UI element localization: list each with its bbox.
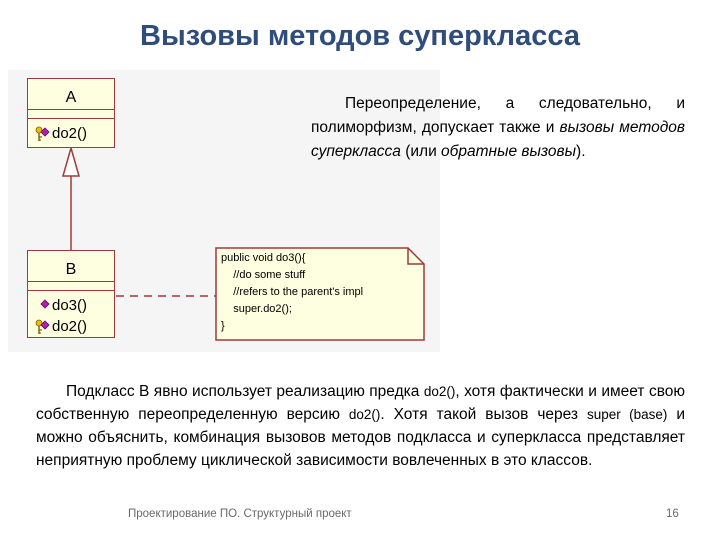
note-line: super.do2(); xyxy=(221,303,292,315)
class-b: B do3() do2() xyxy=(27,250,115,338)
protected-method-key-icon xyxy=(35,126,50,141)
footer-text: Проектирование ПО. Структурный проект xyxy=(128,508,352,520)
text: . Хотя такой вызов через xyxy=(380,406,587,423)
page-number: 16 xyxy=(666,508,679,520)
note-line: public void do3(){ xyxy=(221,252,306,264)
method-name: do3() xyxy=(52,297,88,314)
code-note: public void do3(){ //do some stuff //ref… xyxy=(216,248,424,340)
code-text: super (base) xyxy=(586,407,668,422)
class-a-method: do2() xyxy=(34,123,114,144)
italic-text: обратные вызовы xyxy=(441,143,577,160)
note-line: } xyxy=(221,320,225,332)
code-text: do2() xyxy=(348,407,381,422)
text: Переопределение, а следовательно, и поли… xyxy=(311,95,685,136)
paragraph-overriding: Переопределение, а следовательно, и поли… xyxy=(311,92,685,164)
class-b-name: B xyxy=(65,261,77,278)
class-b-method: do3() xyxy=(34,295,114,316)
class-a-attributes xyxy=(28,109,114,119)
text: и можно объяснить, комбинация вызовов ме… xyxy=(36,406,685,469)
class-b-methods: do3() do2() xyxy=(28,291,114,337)
text: ). xyxy=(576,143,586,160)
code-text: do2() xyxy=(423,384,456,399)
method-name: do2() xyxy=(52,125,88,142)
note-line: //do some stuff xyxy=(221,269,306,281)
text: Подкласс B явно использует реализацию пр… xyxy=(66,383,424,400)
class-b-attributes xyxy=(28,281,114,291)
class-a: A do2() xyxy=(27,78,115,148)
public-method-icon xyxy=(40,298,50,309)
note-code: public void do3(){ //do some stuff //ref… xyxy=(221,250,363,335)
slide-title: Вызовы методов суперкласса xyxy=(140,20,580,52)
class-a-name: A xyxy=(65,89,77,106)
method-name: do2() xyxy=(52,318,88,335)
note-line: //refers to the parent's impl xyxy=(221,286,364,298)
text: (или xyxy=(400,143,442,160)
paragraph-subclass: Подкласс B явно использует реализацию пр… xyxy=(36,380,685,472)
class-b-method: do2() xyxy=(34,316,114,337)
class-a-methods: do2() xyxy=(28,119,114,144)
protected-method-key-icon xyxy=(35,319,50,334)
text: , хотя фактически и имеет свою собственн… xyxy=(36,383,685,423)
italic-text: вызовы методов суперкласса xyxy=(311,119,685,160)
